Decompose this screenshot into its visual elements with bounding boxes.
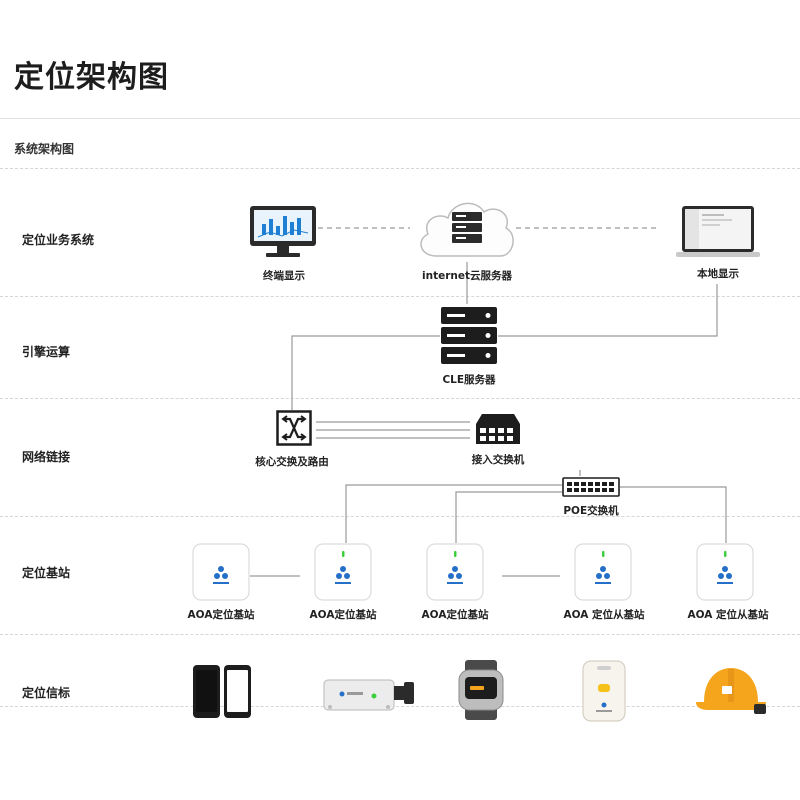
- divider: [0, 118, 800, 119]
- section-title: 系统架构图: [14, 142, 75, 156]
- station-label: AOA 定位从基站: [563, 609, 645, 621]
- badge-tag-icon: [582, 660, 626, 722]
- link-poe-station3: [455, 491, 562, 543]
- cle-server-label: CLE服务器: [442, 374, 496, 386]
- page-title: 定位架构图: [14, 60, 169, 95]
- divider: [0, 168, 800, 169]
- monitor-icon: [250, 206, 316, 257]
- divider: [0, 706, 800, 707]
- cloud-server-icon: [420, 202, 514, 257]
- base-station-icon: [314, 543, 372, 601]
- row-label-stations: 定位基站: [22, 566, 71, 580]
- poe-switch-icon: [562, 477, 620, 497]
- base-station-icon: [426, 543, 484, 601]
- link-poe-station2: [345, 484, 562, 543]
- access-switch-label: 接入交换机: [471, 454, 525, 466]
- row-label-business: 定位业务系统: [22, 233, 95, 247]
- router-icon: [276, 410, 312, 446]
- core-switch-label: 核心交换及路由: [255, 456, 329, 468]
- row-label-network: 网络链接: [22, 450, 71, 464]
- row-label-engine: 引擎运算: [22, 345, 71, 359]
- poe-switch-label: POE交换机: [563, 505, 619, 517]
- beacon-tag-icon: [323, 679, 414, 711]
- local-display-label: 本地显示: [697, 268, 739, 280]
- cloud-server-label: internet云服务器: [421, 270, 513, 282]
- divider: [0, 516, 800, 517]
- smart-watch-icon: [458, 660, 504, 720]
- phone-icon: [193, 665, 251, 718]
- link-cle-core: [291, 335, 440, 410]
- base-station-icon: [192, 543, 250, 601]
- switch-icon: [476, 414, 520, 444]
- terminal-display-label: 终端显示: [263, 270, 305, 282]
- station-label: AOA定位基站: [187, 609, 255, 621]
- link-poe-station5: [620, 486, 727, 543]
- divider: [0, 634, 800, 635]
- base-station-icon: [696, 543, 754, 601]
- station-label: AOA定位基站: [421, 609, 489, 621]
- divider: [0, 296, 800, 297]
- station-label: AOA 定位从基站: [687, 609, 769, 621]
- divider: [0, 398, 800, 399]
- row-label-beacons: 定位信标: [22, 686, 71, 700]
- laptop-icon: [676, 206, 760, 257]
- station-label: AOA定位基站: [309, 609, 377, 621]
- link-cle-local: [498, 284, 718, 337]
- helmet-icon: [696, 668, 766, 714]
- server-icon: [441, 307, 497, 364]
- base-station-icon: [574, 543, 632, 601]
